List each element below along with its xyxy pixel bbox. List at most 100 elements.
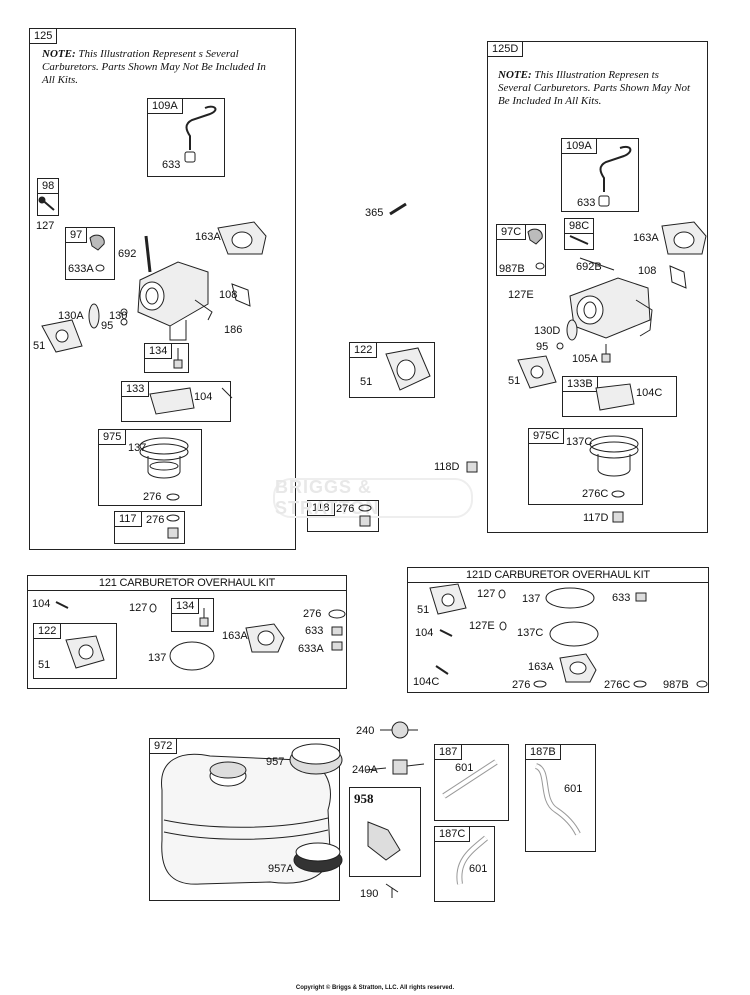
group-975-tag: 975 (99, 430, 127, 445)
group-958 (349, 787, 421, 877)
part-label: 601 (455, 762, 474, 774)
group-975c: 975C (528, 428, 643, 505)
group-972-tag: 972 (150, 739, 178, 754)
part-label: 127E (469, 620, 495, 632)
screw-icon (569, 235, 589, 245)
watermark-logo: BRIGGS & STRATTON (273, 477, 473, 518)
gasket-icon (217, 221, 267, 255)
pin-icon (144, 235, 152, 273)
needle-valve-icon (601, 344, 611, 363)
needle-valve-icon (173, 348, 183, 369)
part-label: 51 (417, 604, 430, 616)
group-98: 98 (37, 178, 60, 216)
kit-parts-icon (429, 583, 708, 688)
plate-icon (231, 283, 251, 307)
part-label: 633A (68, 263, 94, 275)
insulator-gasket-icon (41, 319, 83, 353)
part-label: 186 (224, 324, 243, 336)
fitting-icon (612, 511, 624, 523)
part-label: 276 (303, 608, 322, 620)
kit-parts-icon (55, 601, 346, 671)
group-133b: 133B (562, 376, 677, 417)
disc-icon (556, 319, 578, 350)
part-label: 276C (604, 679, 631, 691)
plate-icon (669, 265, 687, 289)
group-109a-d-tag: 109A (562, 139, 597, 154)
group-125d: 125D (487, 41, 708, 533)
part-label: 633 (577, 197, 596, 209)
kit-121d-title: 121D CARBURETOR OVERHAUL KIT (408, 568, 708, 583)
note-125: NOTE: This Illustration Represent s Seve… (42, 48, 272, 87)
part-label: 163A (633, 232, 659, 244)
group-958-tag: 958 (354, 791, 374, 806)
kit-121-title: 121 CARBURETOR OVERHAUL KIT (28, 576, 346, 591)
part-label: 118D (434, 461, 460, 473)
group-118: 118 (307, 500, 379, 532)
part-label: 130D (534, 325, 561, 337)
part-label: 601 (564, 783, 583, 795)
group-98c-tag: 98C (565, 219, 595, 234)
part-label: 127 (36, 220, 55, 232)
part-label: 163A (528, 661, 554, 673)
part-label: 240A (352, 764, 378, 776)
part-label: 163A (222, 630, 248, 642)
part-label: 105A (572, 353, 598, 365)
washer-icon (358, 504, 372, 527)
part-label: 276 (336, 503, 355, 515)
part-label: 692 (118, 248, 137, 260)
group-97: 97 (65, 227, 115, 280)
part-label: 137C (566, 436, 593, 448)
part-label: 104C (636, 387, 663, 399)
group-125-tag: 125 (30, 29, 58, 44)
screw-icon (38, 196, 55, 211)
part-label: 365 (365, 207, 384, 219)
insulator-gasket-icon (517, 355, 557, 389)
part-label: 692B (576, 261, 602, 273)
copyright-text: Copyright © Briggs & Stratton, LLC. All … (295, 985, 455, 991)
fuel-valve-icon (365, 721, 425, 898)
group-125d-tag: 125D (488, 42, 524, 57)
note-125-label: NOTE: (42, 48, 76, 60)
part-label: 276C (582, 488, 609, 500)
note-125d-label: NOTE: (498, 69, 532, 81)
gasket-rings-icon (139, 437, 189, 501)
group-122-kit-tag: 122 (34, 624, 62, 639)
group-97c-tag: 97C (497, 225, 527, 240)
part-label: 276 (143, 491, 162, 503)
group-133b-tag: 133B (563, 377, 598, 392)
part-label: 633 (305, 625, 324, 637)
fitting-icon (166, 514, 180, 539)
part-label: 190 (360, 888, 379, 900)
fuel-hose-icon (442, 759, 581, 885)
part-label: 633 (162, 159, 181, 171)
note-125d-text: This Illustration Represen ts Several Ca… (498, 69, 691, 107)
fuel-cap-icon (289, 743, 343, 873)
part-label: 104 (32, 598, 51, 610)
part-label: 104 (194, 391, 213, 403)
part-label: 957 (266, 756, 285, 768)
part-label: 633A (298, 643, 324, 655)
group-134: 134 (144, 343, 189, 373)
group-975c-tag: 975C (529, 429, 565, 444)
group-122: 122 (349, 342, 435, 398)
group-975: 975 (98, 429, 202, 506)
group-133: 133 (121, 381, 231, 422)
group-133-tag: 133 (122, 382, 150, 397)
group-187c-tag: 187C (435, 827, 471, 842)
carburetor-icon (569, 277, 653, 339)
part-label: 137C (517, 627, 544, 639)
float-icon (149, 387, 233, 415)
part-label: 240 (356, 725, 375, 737)
part-label: 127 (129, 602, 148, 614)
fuel-line-icon (598, 146, 632, 207)
group-972: 972 (149, 738, 340, 901)
fitting-icon (466, 461, 478, 473)
fuel-tank-icon (161, 753, 331, 885)
part-label: 130 (109, 310, 128, 322)
group-109a: 109A (147, 98, 225, 177)
group-187-tag: 187 (435, 745, 463, 760)
part-label: 130A (58, 310, 84, 322)
group-98-tag: 98 (38, 179, 60, 194)
